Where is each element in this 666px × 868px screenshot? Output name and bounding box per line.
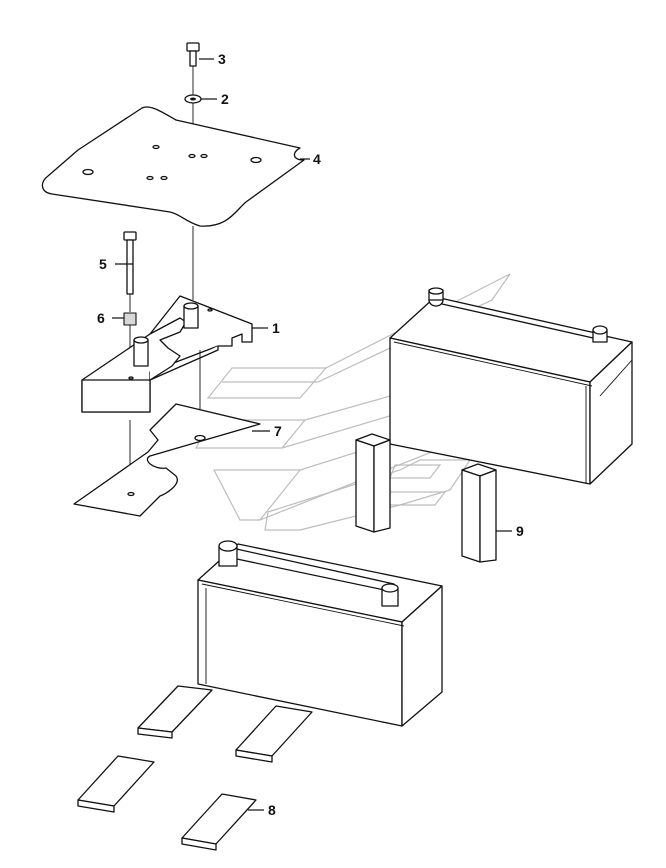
spacer-blocks-part-9 <box>355 433 497 563</box>
rubber-pads-part-8 <box>77 685 313 851</box>
callout-1: 1 <box>272 320 280 336</box>
long-bolt-part-5 <box>123 231 137 312</box>
callout-4: 4 <box>313 151 321 167</box>
callout-3: 3 <box>218 51 226 67</box>
callout-7: 7 <box>274 423 282 439</box>
battery-tray-part-7 <box>73 403 261 517</box>
battery-upper <box>389 287 633 485</box>
callout-8: 8 <box>268 802 276 818</box>
battery-bracket-part-1 <box>81 295 253 488</box>
callout-2: 2 <box>221 91 229 107</box>
callout-5: 5 <box>99 256 107 272</box>
bolt-top-part-3 <box>186 42 200 95</box>
callout-9: 9 <box>516 523 524 539</box>
callout-6: 6 <box>97 310 105 326</box>
battery-lower <box>197 540 443 727</box>
washer-part-2 <box>184 94 202 150</box>
callout-leaders <box>112 58 512 811</box>
hold-down-plate-part-4 <box>41 106 305 300</box>
